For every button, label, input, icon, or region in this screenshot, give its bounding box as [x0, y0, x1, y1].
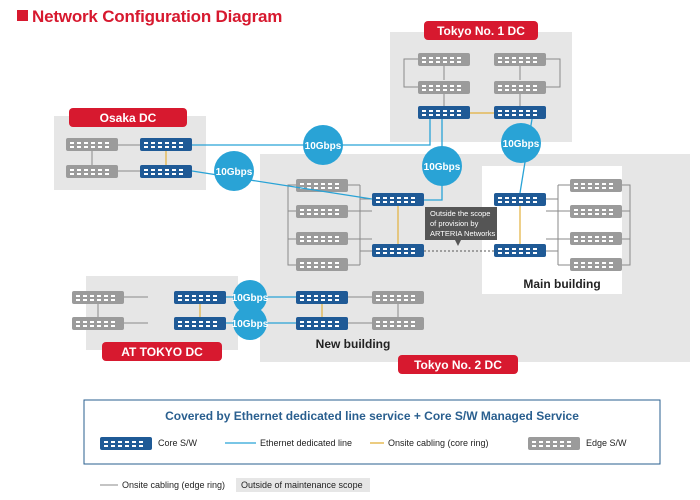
speed-badge-attokyo-lower: 10Gbps: [232, 306, 269, 340]
svg-text:Tokyo No. 1 DC: Tokyo No. 1 DC: [437, 24, 525, 38]
speed-badge-osaka-tokyo2: 10Gbps: [214, 151, 254, 191]
speed-badge-tokyo1-mainbldg: 10Gbps: [501, 123, 541, 163]
edge-switch: [296, 232, 348, 245]
attokyo-edge-ring: [97, 296, 399, 324]
page-title: Network Configuration Diagram: [32, 7, 283, 26]
edge-switch: [66, 138, 118, 151]
svg-text:ARTERIA Networks: ARTERIA Networks: [430, 229, 496, 238]
core-switch: [372, 193, 424, 206]
edge-switch: [570, 232, 622, 245]
legend-ethernet-line-label: Ethernet dedicated line: [260, 438, 352, 448]
edge-switch: [296, 258, 348, 271]
svg-text:Outside the scope: Outside the scope: [430, 209, 490, 218]
core-switch: [174, 317, 226, 330]
osaka-edge-ring: [91, 144, 140, 172]
svg-text:10Gbps: 10Gbps: [232, 319, 269, 330]
edge-switch: [296, 205, 348, 218]
newbldg-edge-ring: [287, 184, 372, 266]
edge-switch: [494, 53, 546, 66]
svg-text:of provision by: of provision by: [430, 219, 479, 228]
label-attokyo-dc: AT TOKYO DC: [102, 342, 222, 361]
svg-text:10Gbps: 10Gbps: [503, 139, 540, 150]
svg-text:10Gbps: 10Gbps: [216, 167, 253, 178]
svg-text:Tokyo No. 2 DC: Tokyo No. 2 DC: [414, 358, 502, 372]
core-switch: [296, 291, 348, 304]
legend-heading: Covered by Ethernet dedicated line servi…: [165, 409, 579, 423]
scope-note-callout: Outside the scope of provision by ARTERI…: [425, 207, 497, 246]
mainbldg-edge-ring: [546, 184, 631, 266]
core-switch: [140, 138, 192, 151]
speed-badge-osaka-tokyo1: 10Gbps: [303, 125, 343, 165]
edge-switch: [372, 317, 424, 330]
legend-edge-switch-icon: [528, 437, 580, 450]
core-switch: [418, 106, 470, 119]
legend-edge-switch-label: Edge S/W: [586, 438, 627, 448]
speed-badge-attokyo-upper: 10Gbps: [232, 280, 269, 314]
legend-core-switch-icon: [100, 437, 152, 450]
edge-switch: [296, 179, 348, 192]
svg-text:10Gbps: 10Gbps: [305, 141, 342, 152]
title-marker: [17, 10, 28, 21]
edge-switch: [372, 291, 424, 304]
legend-core-ring-label: Onsite cabling (core ring): [388, 438, 489, 448]
edge-switch: [66, 165, 118, 178]
core-switch: [140, 165, 192, 178]
edge-switch: [418, 81, 470, 94]
svg-text:AT TOKYO DC: AT TOKYO DC: [121, 345, 203, 359]
label-tokyo2-dc: Tokyo No. 2 DC: [398, 355, 518, 374]
svg-text:10Gbps: 10Gbps: [424, 162, 461, 173]
svg-text:Osaka DC: Osaka DC: [100, 111, 157, 125]
core-switch: [174, 291, 226, 304]
label-new-building: New building: [316, 337, 391, 351]
legend-core-switch-label: Core S/W: [158, 438, 198, 448]
speed-badge-tokyo1-newbldg: 10Gbps: [422, 146, 462, 186]
edge-switch: [570, 258, 622, 271]
svg-text:10Gbps: 10Gbps: [232, 293, 269, 304]
region-osaka: [54, 116, 206, 190]
legend-outside-scope-label: Outside of maintenance scope: [241, 480, 363, 490]
edge-switch: [72, 317, 124, 330]
legend-box: [83, 399, 661, 465]
core-switch: [494, 244, 546, 257]
label-tokyo1-dc: Tokyo No. 1 DC: [424, 21, 538, 40]
legend-edge-ring-label: Onsite cabling (edge ring): [122, 480, 225, 490]
edge-switch: [72, 291, 124, 304]
core-switch: [372, 244, 424, 257]
core-switch: [494, 193, 546, 206]
tokyo1-edge-ring: [403, 58, 561, 106]
edge-switch: [418, 53, 470, 66]
edge-switch: [570, 205, 622, 218]
core-switch: [296, 317, 348, 330]
region-attokyo: [86, 276, 238, 350]
edge-switch: [570, 179, 622, 192]
label-osaka-dc: Osaka DC: [69, 108, 187, 127]
core-switch: [494, 106, 546, 119]
legend-outside-scope-swatch: [236, 478, 370, 492]
label-main-building: Main building: [523, 277, 600, 291]
edge-switch: [494, 81, 546, 94]
